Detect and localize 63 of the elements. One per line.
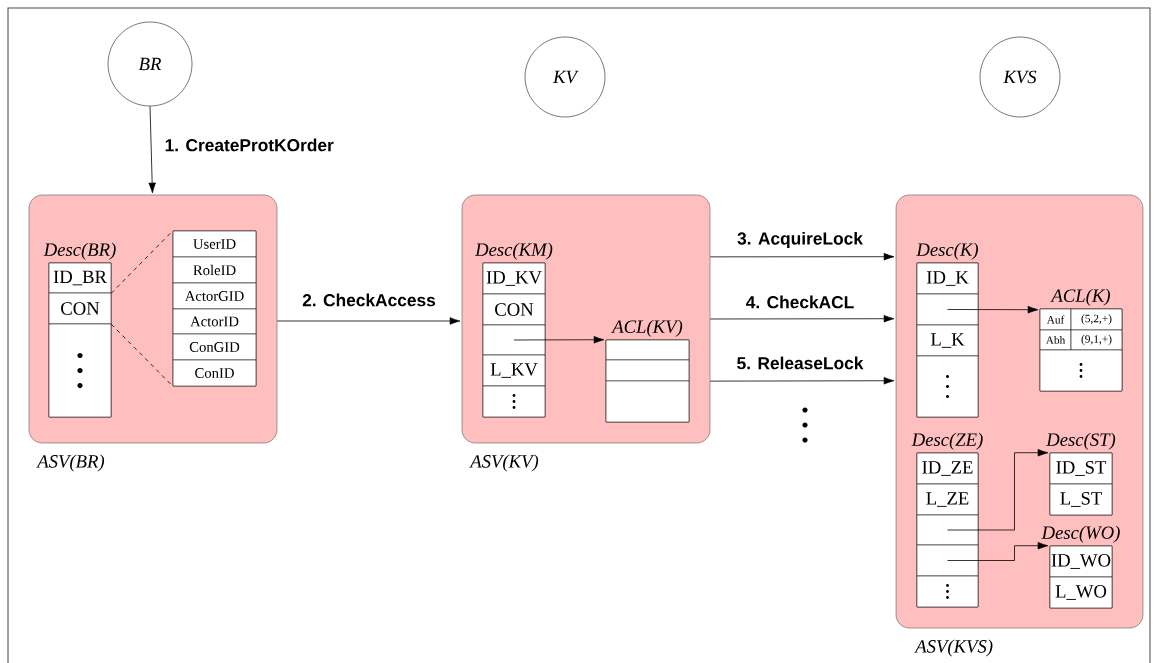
table-cell: ID_BR bbox=[48, 262, 112, 294]
panel-caption: ASV(BR) bbox=[36, 454, 105, 472]
table-heading: Desc(K) bbox=[916, 242, 979, 260]
table-cell bbox=[916, 514, 979, 546]
arrow bbox=[513, 336, 605, 344]
edge-label: 1. CreateProtKOrder bbox=[165, 138, 334, 152]
table-cell bbox=[916, 293, 979, 326]
table-cell: ID_WO bbox=[1049, 545, 1113, 578]
table-cell: ID_KV bbox=[482, 262, 546, 295]
circle-node: BR bbox=[107, 21, 193, 107]
table-cell bbox=[605, 380, 690, 423]
circle-node: KV bbox=[524, 36, 606, 118]
table-cell bbox=[916, 355, 979, 418]
table-cell bbox=[605, 339, 690, 361]
table-cell: L_KV bbox=[482, 354, 546, 387]
circle-node: KVS bbox=[979, 36, 1061, 118]
edge-label: 4. CheckACL bbox=[746, 295, 854, 309]
table-cell: ConID bbox=[172, 359, 257, 387]
table-cell: Auf bbox=[1039, 308, 1072, 331]
edge-label: 2. CheckAccess bbox=[302, 293, 436, 307]
arrow bbox=[709, 315, 895, 323]
table-heading: Desc(BR) bbox=[43, 242, 116, 260]
table-heading: ACL(KV) bbox=[611, 319, 683, 337]
table-cell: ID_ZE bbox=[916, 452, 979, 485]
table-cell: (5,2,+) bbox=[1070, 308, 1123, 331]
table-cell: L_ZE bbox=[916, 483, 979, 516]
table-cell: L_ST bbox=[1049, 483, 1113, 516]
table-heading: Desc(WO) bbox=[1041, 525, 1120, 543]
arrow bbox=[709, 252, 895, 261]
arrow bbox=[947, 305, 1039, 314]
arrow bbox=[709, 377, 895, 385]
edge-label: 3. AcquireLock bbox=[737, 231, 863, 249]
table-cell: ID_K bbox=[916, 262, 979, 295]
panel-caption: ASV(KV) bbox=[469, 454, 539, 472]
table-cell bbox=[916, 544, 979, 577]
table-heading: ACL(K) bbox=[1050, 288, 1110, 306]
table-cell bbox=[482, 385, 546, 418]
table-cell: CON bbox=[482, 293, 546, 326]
table-cell bbox=[605, 359, 690, 382]
table-cell bbox=[482, 324, 546, 356]
arrow bbox=[276, 317, 461, 325]
table-cell: CON bbox=[48, 292, 112, 325]
table-heading: Desc(ZE) bbox=[911, 432, 983, 450]
leader-line bbox=[110, 323, 174, 387]
table-cell: (9,1,+) bbox=[1070, 329, 1123, 351]
table-cell: ConGID bbox=[172, 333, 257, 361]
table-cell: ID_ST bbox=[1049, 452, 1113, 485]
table-cell: L_WO bbox=[1049, 576, 1113, 609]
table-cell: Abh bbox=[1039, 329, 1072, 351]
panel-caption: ASV(KVS) bbox=[914, 639, 993, 657]
table-cell: UserID bbox=[172, 230, 257, 258]
table-cell: ActorGID bbox=[172, 282, 257, 310]
leader-line bbox=[110, 230, 174, 294]
arrow bbox=[947, 542, 1049, 561]
table-cell: L_K bbox=[916, 324, 979, 357]
table-cell: ActorID bbox=[172, 308, 257, 335]
table-cell bbox=[916, 575, 979, 608]
edge-label: 5. ReleaseLock bbox=[737, 356, 864, 370]
table-cell: RoleID bbox=[172, 256, 257, 284]
table-heading: Desc(KM) bbox=[474, 242, 553, 260]
table-heading: Desc(ST) bbox=[1046, 432, 1116, 450]
arrow bbox=[947, 449, 1049, 531]
arrow bbox=[148, 105, 156, 194]
